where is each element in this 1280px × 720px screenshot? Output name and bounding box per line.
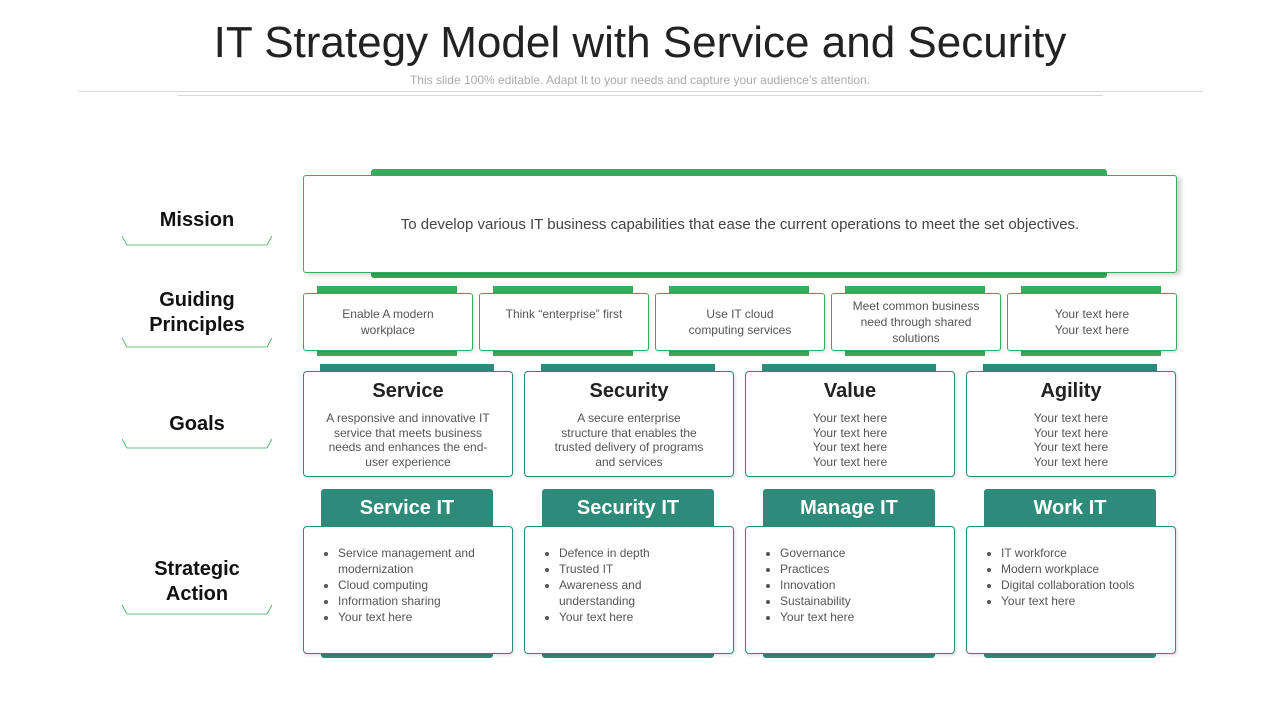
action-header-service-it: Service IT	[321, 489, 493, 527]
principle-text: Your text here Your text here	[1054, 307, 1130, 337]
action-accent-bottom	[984, 650, 1156, 658]
goal-title: Agility	[1040, 380, 1102, 402]
principle-box: Use IT cloud computing services	[655, 293, 825, 351]
principle-tab	[1021, 346, 1161, 356]
row-label-mission: Mission	[159, 209, 235, 231]
list-item: Trusted IT	[559, 561, 719, 577]
list-item: Innovation	[780, 577, 940, 593]
list-item: Practices	[780, 561, 940, 577]
principle-tab	[493, 286, 633, 296]
list-item: IT workforce	[1001, 545, 1161, 561]
action-list: Defence in depth Trusted IT Awareness an…	[525, 545, 733, 625]
list-item: Awareness and understanding	[559, 577, 719, 609]
title-divider	[78, 91, 1203, 92]
label-underline	[122, 439, 272, 449]
principle-box: Your text here Your text here	[1007, 293, 1177, 351]
goal-card-security: Security A secure enterprise structure t…	[524, 371, 734, 477]
principle-tab	[317, 286, 457, 296]
list-item: Defence in depth	[559, 545, 719, 561]
list-item: Governance	[780, 545, 940, 561]
list-item: Your text here	[1001, 593, 1161, 609]
goal-tab	[320, 364, 494, 374]
action-accent-bottom	[542, 650, 714, 658]
goal-title: Security	[589, 380, 669, 402]
list-item: Your text here	[338, 609, 498, 625]
action-card-work-it: IT workforce Modern workplace Digital co…	[966, 526, 1176, 654]
principle-box: Enable A modern workplace	[303, 293, 473, 351]
goal-description: A responsive and innovative IT service t…	[326, 411, 490, 469]
goal-tab	[541, 364, 715, 374]
goal-card-service: Service A responsive and innovative IT s…	[303, 371, 513, 477]
list-item: Your text here	[559, 609, 719, 625]
principle-tab	[1021, 286, 1161, 296]
goal-description: Your text here Your text here Your text …	[1033, 411, 1109, 469]
action-accent-bottom	[763, 650, 935, 658]
page-title: IT Strategy Model with Service and Secur…	[213, 18, 1067, 67]
mission-box: To develop various IT business capabilit…	[303, 175, 1177, 273]
action-list: Governance Practices Innovation Sustaina…	[746, 545, 954, 625]
row-label-strategic-action: Strategic Action	[154, 558, 240, 605]
goal-title: Service	[372, 380, 444, 402]
principle-tab	[669, 286, 809, 296]
principle-box: Meet common business need through shared…	[831, 293, 1001, 351]
list-item: Service management and modernization	[338, 545, 498, 577]
goal-description: Your text here Your text here Your text …	[812, 411, 888, 469]
mission-text: To develop various IT business capabilit…	[400, 215, 1080, 233]
action-header-work-it: Work IT	[984, 489, 1156, 527]
label-underline	[122, 236, 272, 246]
list-item: Digital collaboration tools	[1001, 577, 1161, 593]
principle-box: Think “enterprise” first	[479, 293, 649, 351]
list-item: Information sharing	[338, 593, 498, 609]
principle-tab	[845, 346, 985, 356]
action-list: Service management and modernization Clo…	[304, 545, 512, 625]
principle-text: Use IT cloud computing services	[688, 307, 792, 337]
page-subtitle: This slide 100% editable. Adapt It to yo…	[409, 73, 871, 87]
principle-tab	[317, 346, 457, 356]
label-underline	[122, 605, 272, 615]
goal-description: A secure enterprise structure that enabl…	[554, 411, 704, 469]
action-header-manage-it: Manage IT	[763, 489, 935, 527]
goal-tab	[762, 364, 936, 374]
principle-text: Enable A modern workplace	[342, 307, 434, 337]
goal-title: Value	[823, 380, 877, 402]
principle-tab	[493, 346, 633, 356]
action-card-service-it: Service management and modernization Clo…	[303, 526, 513, 654]
row-label-goals: Goals	[169, 413, 225, 435]
principle-text: Think “enterprise” first	[505, 307, 623, 321]
mission-accent-bottom	[371, 270, 1107, 278]
row-label-guiding-principles: Guiding Principles	[149, 289, 245, 336]
action-list: IT workforce Modern workplace Digital co…	[967, 545, 1175, 609]
principle-text: Meet common business need through shared…	[852, 299, 980, 345]
label-underline	[122, 338, 272, 348]
list-item: Your text here	[780, 609, 940, 625]
principle-tab	[845, 286, 985, 296]
action-header-security-it: Security IT	[542, 489, 714, 527]
mission-accent-top	[371, 169, 1107, 177]
action-accent-bottom	[321, 650, 493, 658]
list-item: Sustainability	[780, 593, 940, 609]
list-item: Cloud computing	[338, 577, 498, 593]
goal-card-value: Value Your text here Your text here Your…	[745, 371, 955, 477]
principle-tab	[669, 346, 809, 356]
goal-tab	[983, 364, 1157, 374]
action-card-manage-it: Governance Practices Innovation Sustaina…	[745, 526, 955, 654]
action-card-security-it: Defence in depth Trusted IT Awareness an…	[524, 526, 734, 654]
title-divider-inner	[178, 95, 1103, 96]
goal-card-agility: Agility Your text here Your text here Yo…	[966, 371, 1176, 477]
list-item: Modern workplace	[1001, 561, 1161, 577]
